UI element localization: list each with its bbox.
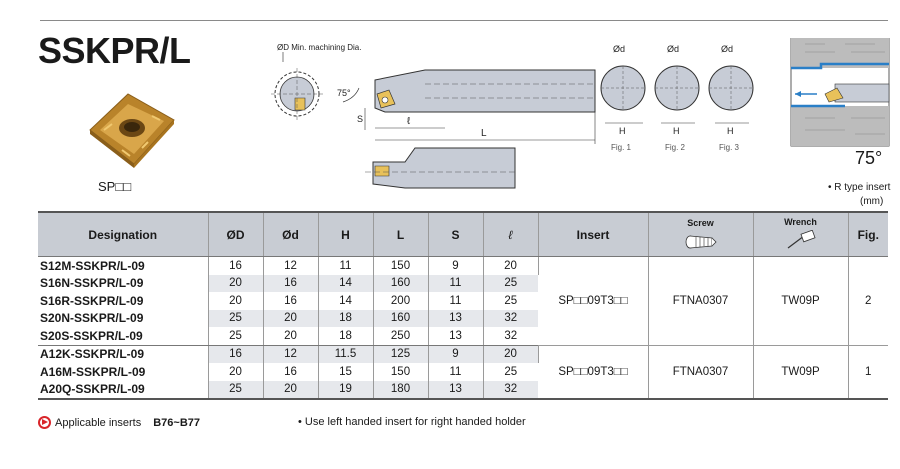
svg-text:Fig. 3: Fig. 3: [719, 143, 740, 152]
screw-header-label: Screw: [687, 218, 714, 228]
svg-text:H: H: [727, 126, 734, 136]
col-wrench: Wrench: [753, 211, 849, 257]
insert-type-label: SP□□: [98, 179, 132, 194]
svg-text:Ød: Ød: [721, 44, 733, 54]
svg-text:Ød: Ød: [613, 44, 625, 54]
wrench-icon: [787, 230, 816, 249]
table-row: A20Q-SSKPR/L-09 25 20 19 180 13 32: [38, 380, 888, 400]
group1-insert: SP□□09T3□□: [538, 256, 649, 346]
bar-side-view: [372, 147, 516, 189]
col-insert: Insert: [538, 211, 649, 257]
col-d: Ød: [263, 211, 319, 257]
L-dim-label: L: [481, 128, 487, 139]
table-row: S20N-SSKPR/L-09 25 20 18 160 13 32: [38, 309, 888, 327]
wrench-header-label: Wrench: [784, 217, 817, 227]
arrow-circle-icon: [38, 416, 51, 429]
table-row: A12K-SSKPR/L-09 16 12 11.5 125 9 20 SP□□…: [38, 345, 888, 400]
screw-icon: [685, 235, 717, 249]
group2-insert: SP□□09T3□□: [538, 345, 649, 400]
svg-text:Fig. 1: Fig. 1: [611, 143, 632, 152]
col-S: S: [428, 211, 484, 257]
unit-label: (mm): [860, 196, 884, 207]
table-row: S20S-SSKPR/L-09 25 20 18 250 13 32: [38, 327, 888, 346]
group2-fig: 1: [848, 345, 888, 400]
l-dim-label: ℓ: [407, 116, 411, 127]
fig-1: Ød H Fig. 1: [600, 44, 646, 152]
table-row: A16M-SSKPR/L-09 20 16 15 150 11 25: [38, 363, 518, 381]
applicable-label: Applicable inserts: [55, 416, 142, 429]
min-dia-label: ØD Min. machining Dia.: [277, 43, 361, 52]
col-L: L: [373, 211, 429, 257]
angle-label: 75°: [337, 88, 351, 98]
group2-wrench: TW09P: [753, 345, 849, 400]
col-fig: Fig.: [848, 211, 888, 257]
top-rule: [40, 20, 888, 21]
applicable-pages[interactable]: B76~B77: [153, 416, 201, 429]
svg-text:H: H: [673, 126, 680, 136]
fig-2: Ød H Fig. 2: [654, 44, 700, 152]
svg-text:Fig. 2: Fig. 2: [665, 143, 686, 152]
group1-fig: 2: [848, 256, 888, 346]
table-row: S16R-SSKPR/L-09 20 16 14 200 11 25: [38, 292, 518, 310]
approach-angle: 75°: [855, 148, 883, 168]
page-title: SSKPR/L: [38, 30, 191, 71]
table-row: S12M-SSKPR/L-09 16 12 11 150 9 20 SP□□09…: [38, 256, 888, 346]
r-type-note: • R type insert: [828, 182, 891, 193]
table-row: S16N-SSKPR/L-09 20 16 14 160 11 25: [38, 274, 888, 292]
holder-drawing: ØD Min. machining Dia. 75° S ℓ L Ød H Fi…: [271, 38, 890, 189]
group1-screw: FTNA0307: [648, 256, 754, 346]
svg-text:H: H: [619, 126, 626, 136]
group1-wrench: TW09P: [753, 256, 849, 346]
spec-table: Designation ØD Ød H L S ℓ Insert Screw W…: [38, 211, 888, 400]
handedness-note: • Use left handed insert for right hande…: [298, 416, 526, 428]
s-dim-label: S: [357, 114, 363, 124]
group2-screw: FTNA0307: [648, 345, 754, 400]
table-header-row: Designation ØD Ød H L S ℓ Insert Screw W…: [38, 211, 888, 257]
col-designation: Designation: [38, 211, 209, 257]
bore-section-view: [790, 38, 890, 147]
insert-image: [89, 93, 175, 168]
col-screw: Screw: [648, 211, 754, 257]
applicable-inserts-link[interactable]: Applicable inserts B76~B77: [38, 416, 200, 429]
col-D: ØD: [208, 211, 264, 257]
col-l: ℓ: [483, 211, 539, 257]
fig-3: Ød H Fig. 3: [708, 44, 754, 152]
svg-text:Ød: Ød: [667, 44, 679, 54]
col-H: H: [318, 211, 374, 257]
bar-body: [374, 69, 596, 113]
